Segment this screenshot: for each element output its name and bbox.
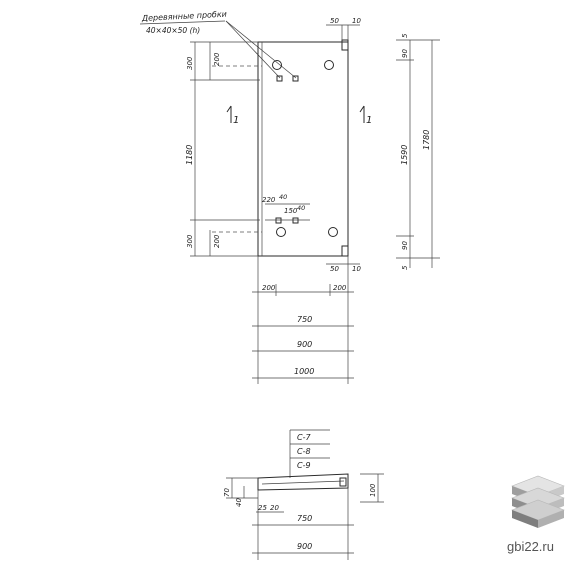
- wood-plug-4: [292, 217, 299, 224]
- top-hole-left: [272, 60, 282, 70]
- bottom-hole-right: [328, 227, 338, 237]
- insert-dim-150: 150: [284, 207, 298, 215]
- front-view: 220 40 150 40 1 1: [226, 39, 372, 257]
- section-label-c7: С-7: [297, 433, 311, 442]
- section-inner-line: [261, 480, 345, 485]
- left-dim-300-top: 300: [186, 56, 194, 70]
- right-dim-5-bottom: 5: [401, 265, 409, 270]
- wood-plug-3: [275, 217, 282, 224]
- bottom-hole-left: [276, 227, 286, 237]
- bottom-dim-1000: 1000: [294, 367, 314, 376]
- section-dim-25: 25: [258, 504, 267, 512]
- section-label-c8: С-8: [297, 447, 311, 456]
- section-dim-900: 900: [297, 542, 312, 551]
- right-dim-90-bottom: 90: [401, 241, 409, 250]
- section-profile: [257, 473, 349, 491]
- watermark-logo: gbi22.ru: [507, 475, 565, 554]
- section-notch: [339, 477, 347, 487]
- left-dim-200-bottom: 200: [213, 234, 221, 248]
- right-dim-5-top: 5: [401, 33, 409, 38]
- top-hole-right: [324, 60, 334, 70]
- right-dim-1780: 1780: [422, 130, 431, 150]
- left-dim-200-top: 200: [213, 52, 221, 66]
- leader-line-2: [225, 20, 297, 79]
- left-dim-chain: [190, 41, 262, 257]
- section-dim-40: 40: [235, 498, 243, 507]
- annotation-title: Деревянные пробки: [141, 10, 227, 23]
- svg-text:1: 1: [233, 115, 239, 126]
- bottom-dim-50: 50: [330, 265, 339, 273]
- section-mark-left: 1: [226, 105, 239, 126]
- top-notch: [341, 39, 349, 51]
- wood-plug-1: [276, 75, 283, 82]
- panel-outline: [257, 41, 349, 257]
- section-mark-right: 1: [359, 105, 372, 126]
- annotation-size: 40×40×50 (h): [146, 26, 200, 35]
- annotation-underline: [139, 20, 226, 25]
- watermark-site: gbi22.ru: [507, 539, 554, 554]
- left-dim-1180: 1180: [185, 145, 194, 165]
- section-view: [226, 429, 384, 560]
- right-dim-chain: [396, 39, 440, 268]
- svg-text:1: 1: [366, 115, 372, 126]
- bottom-dim-750: 750: [297, 315, 312, 324]
- stacked-blocks-icon: [511, 475, 565, 528]
- section-dim-20: 20: [270, 504, 279, 512]
- wood-plug-2: [292, 75, 299, 82]
- right-dim-1590: 1590: [400, 145, 409, 165]
- insert-dim-40b: 40: [297, 204, 305, 212]
- bottom-dim-10: 10: [352, 265, 361, 273]
- top-dim-50: 50: [330, 17, 339, 25]
- insert-dim-40a: 40: [279, 193, 287, 201]
- bottom-dim-200-left: 200: [262, 284, 276, 292]
- leader-line-1: [225, 20, 281, 79]
- section-label-c9: С-9: [297, 461, 311, 470]
- section-dim-70: 70: [223, 488, 231, 497]
- left-dim-300-bottom: 300: [186, 234, 194, 248]
- bottom-dim-900: 900: [297, 340, 312, 349]
- section-dim-100: 100: [369, 483, 377, 497]
- bottom-notch: [341, 245, 349, 257]
- bottom-dim-200-right: 200: [333, 284, 347, 292]
- insert-dim-220: 220: [262, 196, 276, 204]
- section-dim-750: 750: [297, 514, 312, 523]
- bottom-dim-chain: [252, 256, 354, 384]
- right-dim-90-top: 90: [401, 49, 409, 58]
- top-dim-10: 10: [352, 17, 361, 25]
